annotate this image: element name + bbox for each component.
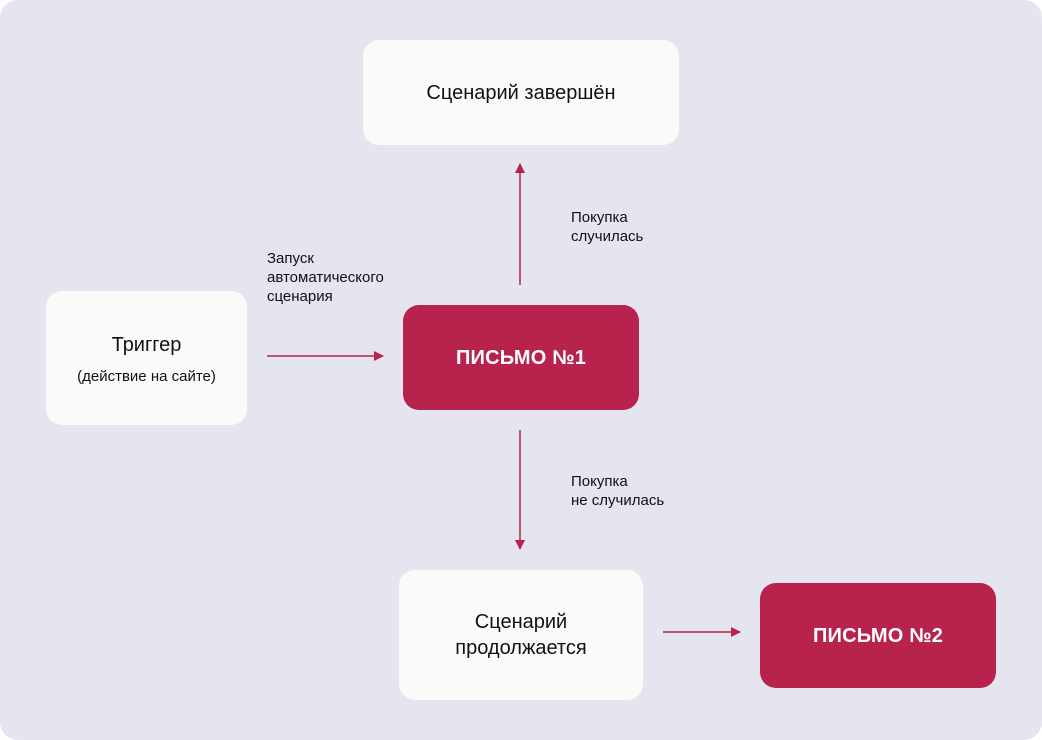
node-trigger-title: Триггер (111, 333, 182, 356)
edge-label-purchase-happened: Покупка случилась (571, 209, 644, 245)
node-letter1-title: ПИСЬМО №1 (455, 346, 587, 369)
node-scenario-continues: Сценарий продолжается (399, 570, 643, 700)
node-scenario-continues-title: Сценарий продолжается (455, 611, 587, 659)
node-trigger-subtitle: (действие на сайте) (77, 367, 216, 385)
edge-label-launch: Запуск автоматического сценария (267, 250, 384, 305)
node-letter2: ПИСЬМО №2 (760, 583, 996, 688)
edge-label-purchase-not-happened: Покупка не случилась (571, 473, 665, 509)
node-scenario-done-title: Сценарий завершён (426, 81, 616, 104)
node-trigger: Триггер (действие на сайте) (46, 291, 247, 425)
node-letter2-title: ПИСЬМО №2 (812, 624, 944, 647)
node-letter1: ПИСЬМО №1 (403, 305, 639, 410)
node-scenario-done: Сценарий завершён (363, 40, 679, 145)
